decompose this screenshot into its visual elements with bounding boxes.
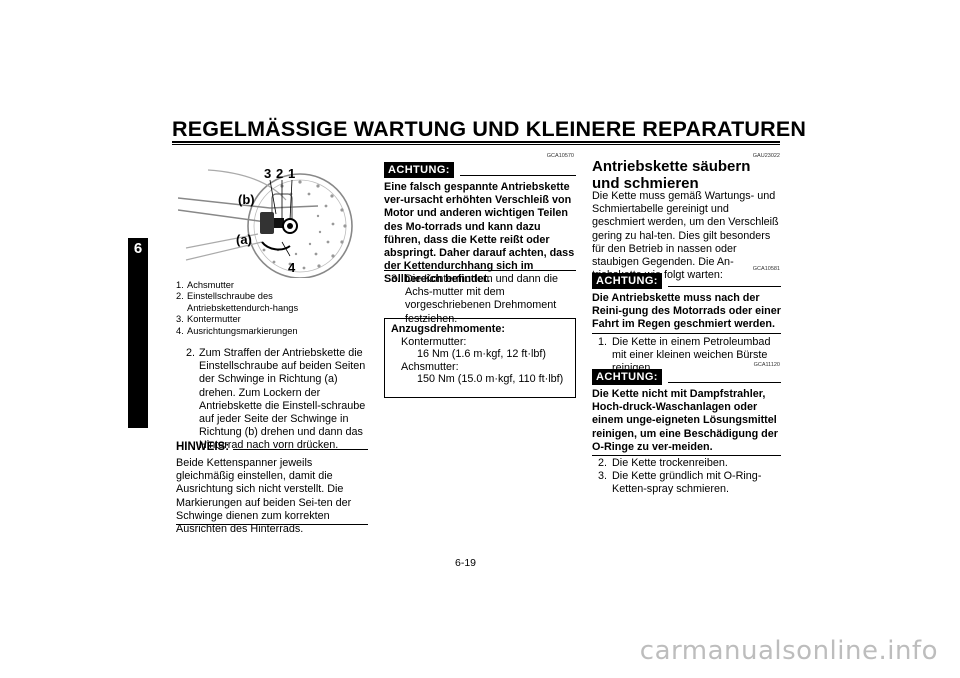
torque-title: Anzugsdrehmomente:: [391, 323, 505, 335]
step-num: 1.: [598, 336, 608, 348]
warning-text: Eine falsch gespannte Antriebskette ver-…: [384, 181, 575, 286]
chapter-number: 6: [133, 240, 143, 257]
note-rule: [233, 449, 368, 450]
step-3-right: 3. Die Kette gründlich mit O-Ring-Ketten…: [598, 470, 784, 496]
reference-code: GCA10570: [546, 153, 574, 159]
callout-a: (a): [236, 232, 252, 247]
title-rule: [172, 141, 780, 143]
legend-num: 2.: [176, 291, 184, 302]
note-text: Beide Kettenspanner jeweils gleichmäßig …: [176, 457, 352, 536]
warning-heading: ACHTUNG:: [384, 162, 576, 178]
warning-rule: [667, 286, 781, 287]
step-2-right: 2. Die Kette trockenreiben.: [598, 457, 784, 470]
legend-num: 3.: [176, 314, 184, 325]
warning-text: Die Antriebskette muss nach der Reini-gu…: [592, 292, 781, 331]
legend-item: 3.Kontermutter: [176, 314, 371, 325]
step-3-middle: 3. Die Kontermuttern und dann die Achs-m…: [391, 273, 577, 326]
warning-rule: [667, 382, 781, 383]
step-text: Die Kontermuttern und dann die Achs-mutt…: [405, 273, 559, 325]
step-text: Die Kette trockenreiben.: [612, 457, 728, 469]
torque-label-kontermutter: Kontermutter:: [401, 335, 467, 348]
legend-text: Kontermutter: [187, 314, 241, 325]
torque-box: Anzugsdrehmomente: Kontermutter: 16 Nm (…: [384, 318, 576, 398]
legend-text: Einstellschraube des Antriebskettendurch…: [187, 291, 299, 313]
warning-end-rule: [384, 270, 576, 271]
warning-heading: ACHTUNG:: [592, 273, 781, 289]
chapter-tab: [128, 238, 148, 428]
warning-label: ACHTUNG:: [592, 273, 662, 289]
step-text: Zum Straffen der Antriebskette die Einst…: [199, 347, 366, 452]
section-title: Antriebskette säubern und schmieren: [592, 158, 751, 192]
title-rule-thin: [172, 144, 780, 145]
callout-b: (b): [238, 192, 255, 207]
legend-text: Achsmutter: [187, 280, 235, 290]
legend-num: 1.: [176, 280, 184, 290]
legend-text: Ausrichtungsmarkierungen: [187, 325, 298, 336]
warning-heading: ACHTUNG:: [592, 369, 781, 385]
reference-code: GCA10581: [752, 266, 780, 272]
torque-value-kontermutter: 16 Nm (1.6 m·kgf, 12 ft·lbf): [417, 348, 546, 361]
legend-item: 1.Achsmutter: [176, 280, 371, 291]
warning-text: Die Kette nicht mit Dampfstrahler, Hoch-…: [592, 388, 778, 453]
chain-adjuster-figure: 3 2 1 4 (b) (a): [178, 166, 353, 278]
step-num: 3.: [598, 470, 608, 482]
warning-rule: [459, 175, 576, 176]
warning-label: ACHTUNG:: [592, 369, 662, 385]
step-text: Die Kette gründlich mit O-Ring-Ketten-sp…: [612, 470, 762, 496]
reference-code: GCA11120: [753, 362, 780, 368]
step-2-left: 2. Zum Straffen der Antriebskette die Ei…: [186, 347, 370, 453]
warning-end-rule: [592, 333, 781, 334]
torque-label-achsmutter: Achsmutter:: [401, 360, 459, 373]
torque-value-achsmutter: 150 Nm (15.0 m·kgf, 110 ft·lbf): [417, 373, 564, 386]
note-end-rule: [176, 524, 368, 525]
page-number: 6-19: [455, 557, 477, 569]
legend-num: 4.: [176, 325, 184, 336]
warning-label: ACHTUNG:: [384, 162, 454, 178]
callout-4: 4: [288, 260, 296, 275]
page-title: REGELMÄSSIGE WARTUNG UND KLEINERE REPARA…: [172, 117, 807, 141]
note-title: HINWEIS:: [176, 441, 230, 453]
figure-legend: 1.Achsmutter 2.Einstellschraube des Antr…: [176, 280, 371, 337]
step-num: 2.: [186, 347, 196, 359]
legend-item: 4.Ausrichtungsmarkierungen: [176, 326, 371, 337]
step-num: 3.: [391, 273, 401, 285]
callout-2: 2: [276, 166, 283, 181]
callout-3: 3: [264, 166, 271, 181]
legend-item: 2.Einstellschraube des Antriebskettendur…: [176, 291, 371, 314]
reference-code: GAU23022: [752, 153, 780, 159]
warning-end-rule: [592, 455, 781, 456]
watermark: carmanualsonline.info: [639, 636, 938, 666]
callout-1: 1: [288, 166, 295, 181]
note-heading: HINWEIS:: [176, 441, 368, 453]
step-num: 2.: [598, 457, 608, 469]
